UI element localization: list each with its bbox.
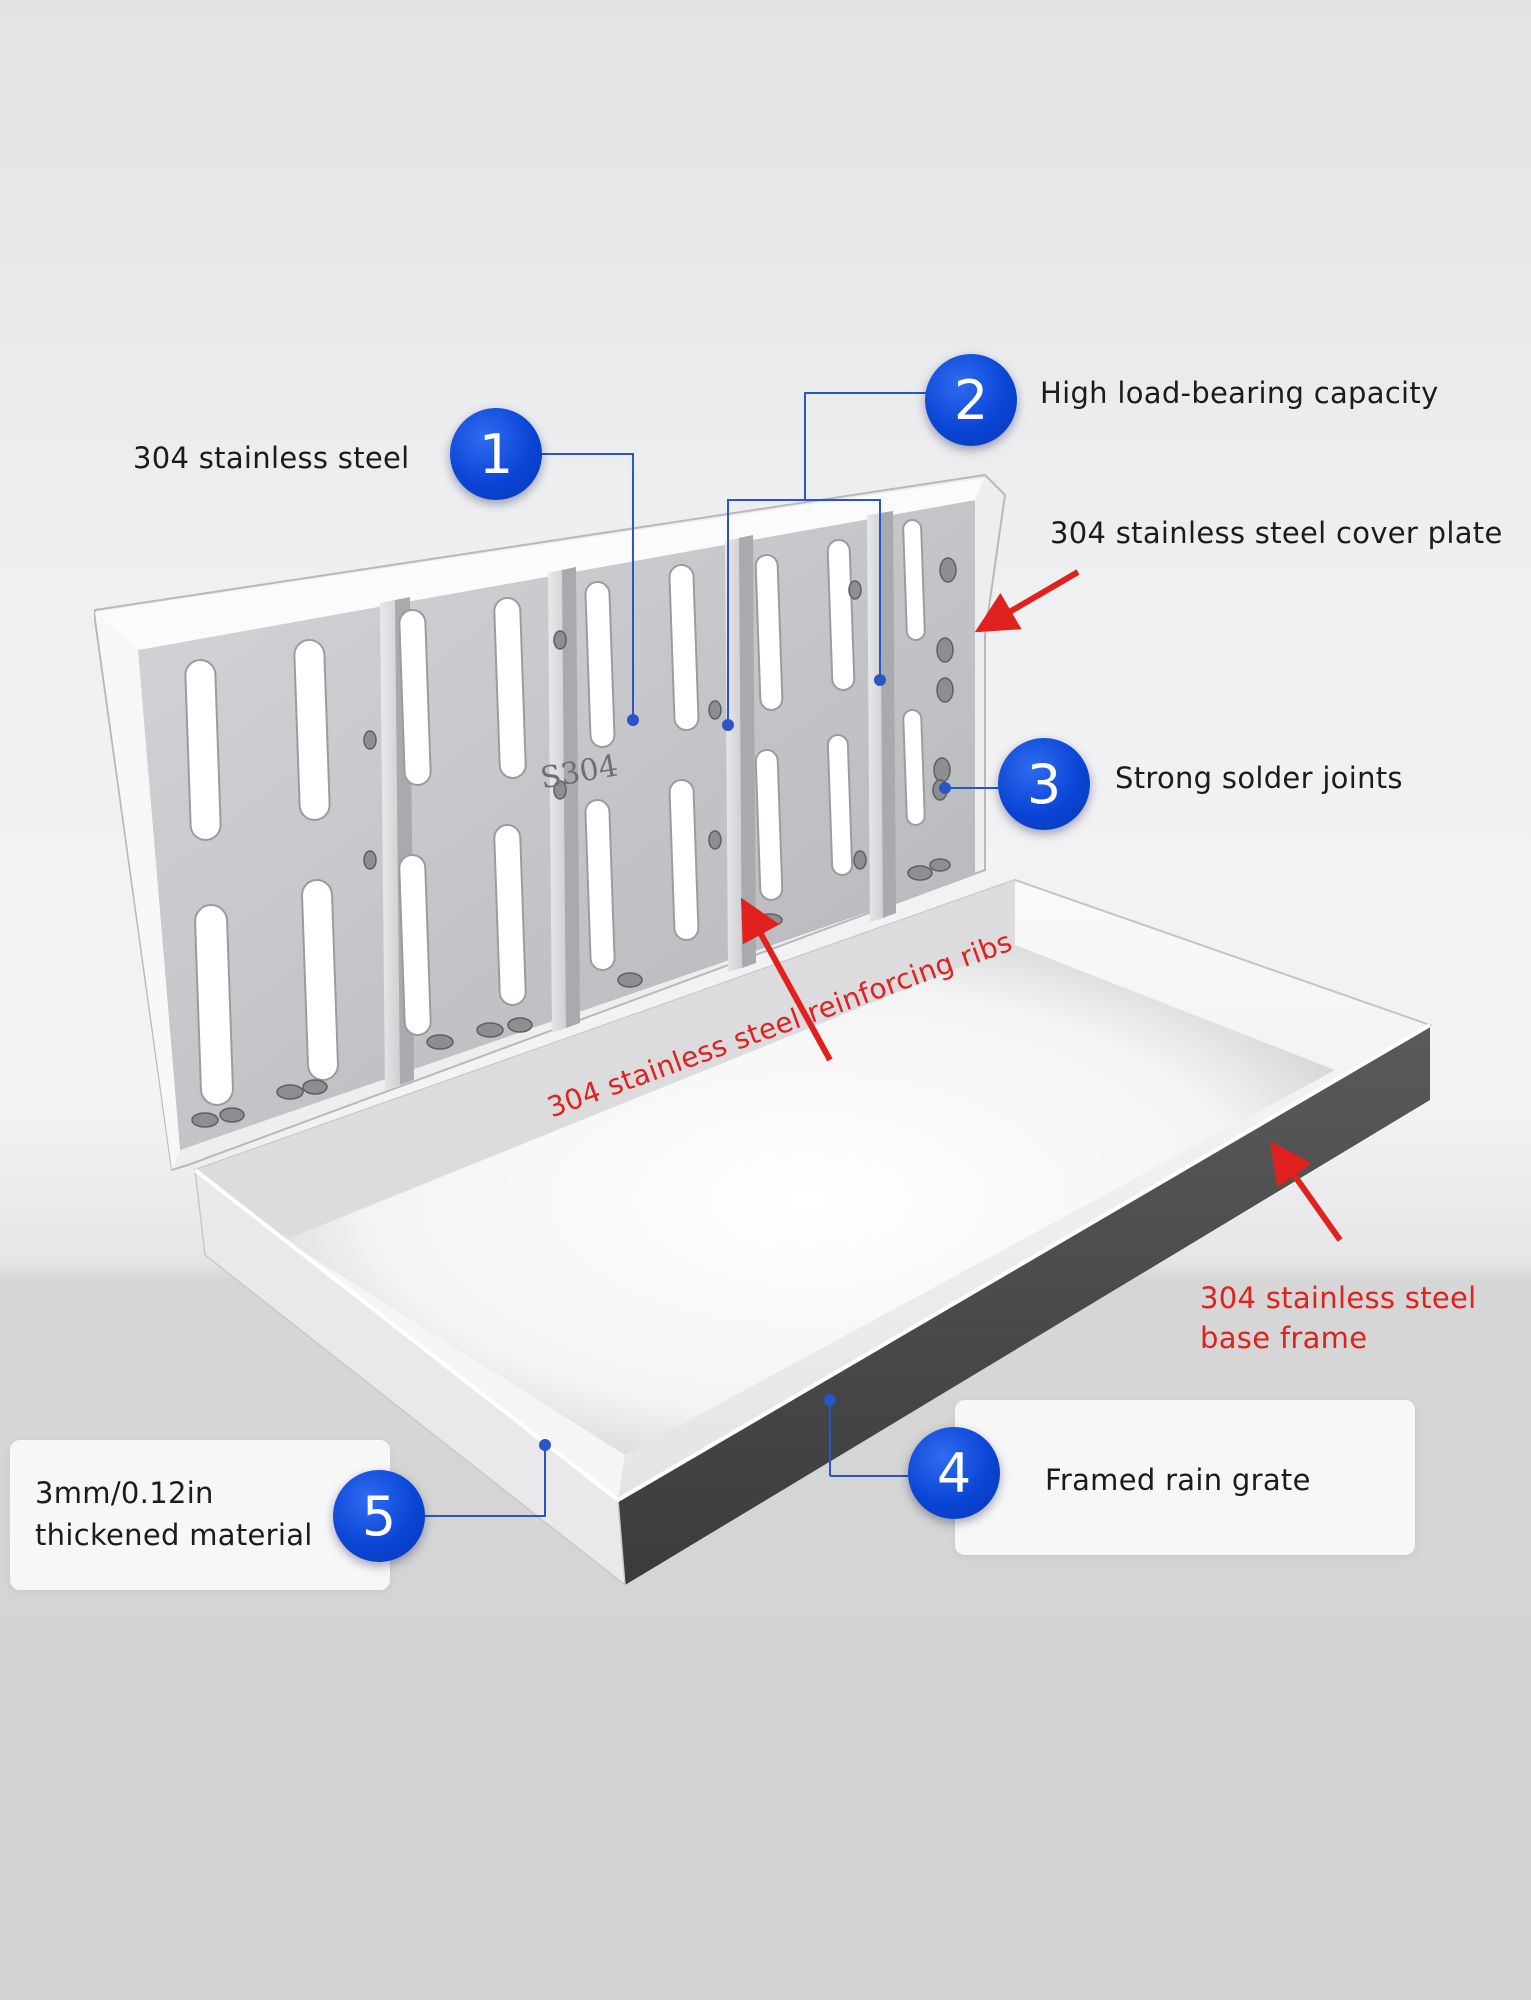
drain-slots (184, 519, 926, 1106)
leader-lines (418, 392, 1000, 1517)
base-frame (192, 878, 1433, 1587)
label-high-load-bearing: High load-bearing capacity (1040, 376, 1439, 410)
badge-4: 4 (908, 1427, 1000, 1519)
label-base-frame-line2: base frame (1200, 1321, 1368, 1355)
badge-2: 2 (925, 354, 1017, 446)
label-thickness-line1: 3mm/0.12in (35, 1476, 214, 1510)
badge-5: 5 (333, 1470, 425, 1562)
solder-joints (191, 557, 957, 1128)
label-304-stainless-steel: 304 stainless steel (133, 441, 410, 475)
label-cover-plate: 304 stainless steel cover plate (1050, 516, 1503, 550)
callout-panel-5 (10, 1440, 390, 1590)
badge-1: 1 (450, 408, 542, 500)
badge-3: 3 (998, 738, 1090, 830)
label-base-frame-line1: 304 stainless steel (1200, 1281, 1477, 1315)
red-arrows (740, 569, 1343, 1242)
leader-dots (539, 674, 951, 1451)
label-solder-joints: Strong solder joints (1115, 761, 1403, 795)
label-thickness-line2: thickened material (35, 1518, 313, 1552)
label-framed-rain-grate: Framed rain grate (1045, 1463, 1311, 1497)
callout-panel-4 (955, 1400, 1415, 1555)
